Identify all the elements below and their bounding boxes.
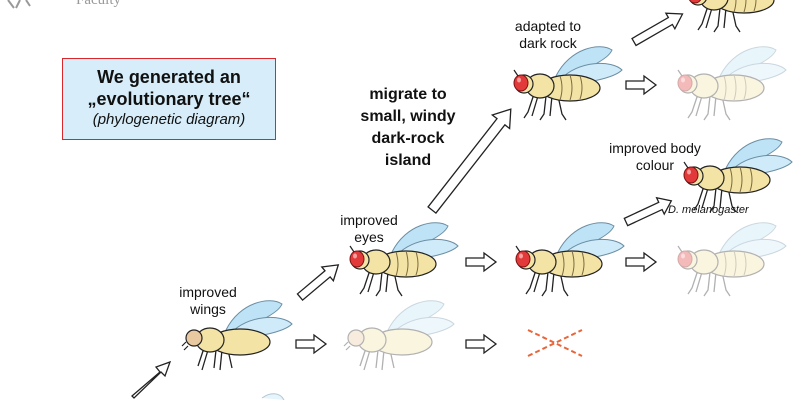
callout-line2: „evolutionary tree“ [87,89,251,109]
fly-ancestor-partial [261,393,285,400]
fly-faded [343,300,455,371]
arrow-right [465,252,497,272]
label-line: dark rock [519,35,577,51]
label-line: eyes [354,229,384,245]
callout-box: We generated an „evolutionary tree“ (phy… [62,58,276,140]
arrow-up-1 [131,360,172,399]
callout-line1: We generated an [97,67,241,87]
arrow-right [625,75,657,95]
label-line: wings [190,301,226,317]
fly-faded [677,46,787,121]
label-line: island [384,152,432,169]
extinct-cross [527,329,583,357]
arrow-up-2 [296,264,340,301]
label-line: improved body [609,140,701,156]
arrow-up-migrate [427,108,512,214]
fly-top-cut [687,0,797,33]
callout-line3: (phylogenetic diagram) [92,111,246,128]
label-migrate: migrate to small, windy dark-rock island [343,84,473,172]
label-improved-wings: improved wings [168,284,248,318]
logo-text: Faculty [76,0,121,8]
label-improved-eyes: improved eyes [334,212,404,246]
label-line: small, windy [360,108,456,125]
fly-dark-rock [513,46,623,121]
label-line: improved [340,212,398,228]
label-adapted: adapted to dark rock [502,18,594,52]
label-line: migrate to [369,86,447,103]
logo [0,0,60,10]
label-species: D. melanogaster [668,204,749,216]
arrow-right [465,334,497,354]
arrow-up-colour [623,196,673,227]
label-line: improved [179,284,237,300]
logo-mark-icon [7,0,31,9]
label-line: dark-rock [371,130,445,147]
arrow-up-top [631,12,684,47]
fly-eyes-stable [515,222,625,297]
arrow-right [295,334,327,354]
label-line: adapted to [514,18,582,34]
label-line: colour [635,157,675,173]
fly-faded [677,222,787,297]
label-body-colour: improved body colour [596,140,714,174]
arrow-right [625,252,657,272]
